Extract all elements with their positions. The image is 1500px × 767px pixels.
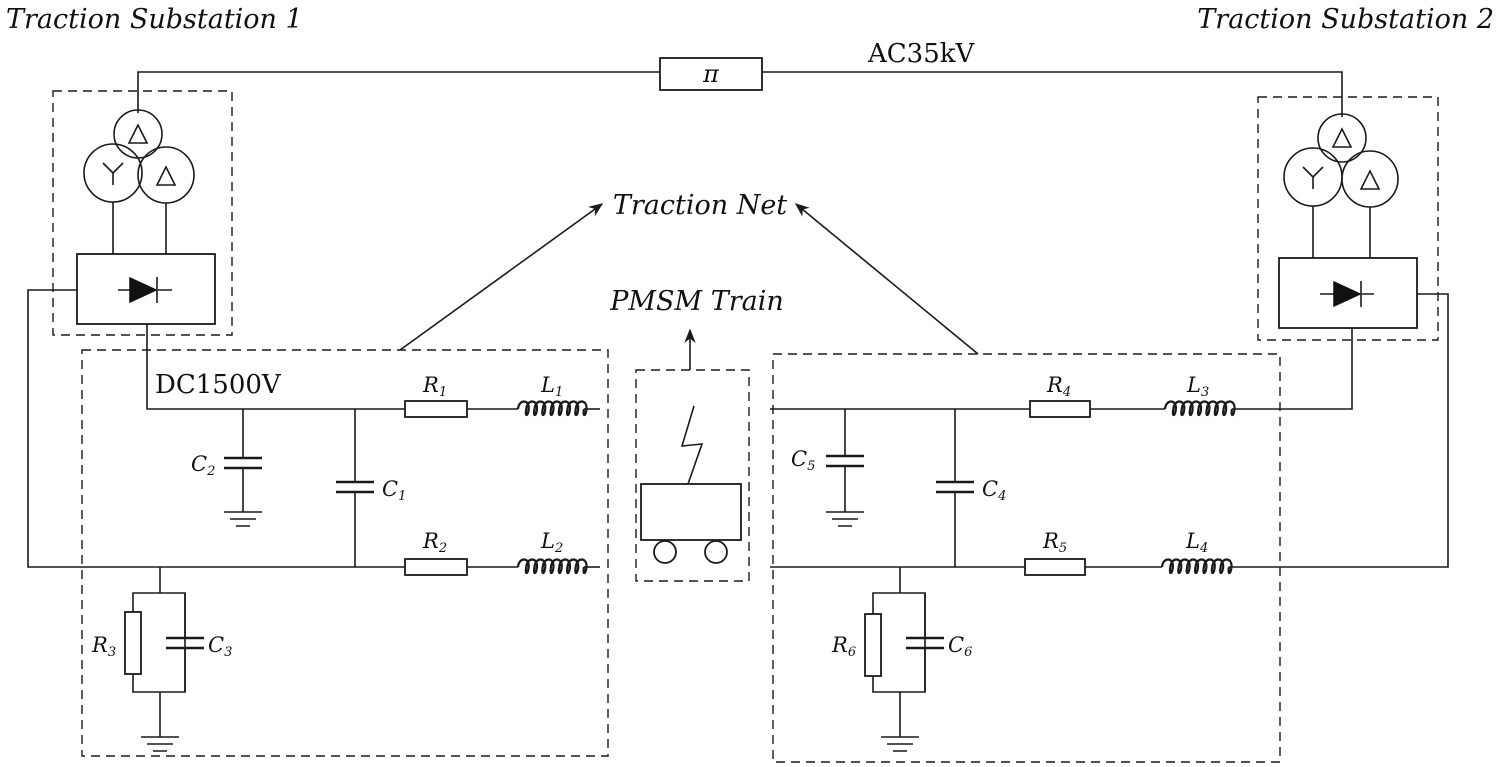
traction-net-label: Traction Net bbox=[613, 190, 787, 221]
substation-2-title: Traction Substation 2 bbox=[1197, 4, 1494, 35]
capacitor-c1 bbox=[336, 480, 374, 494]
inductor-l3 bbox=[1163, 400, 1236, 417]
label-r6: R6 bbox=[831, 633, 856, 660]
wiring bbox=[27, 289, 1449, 737]
resistor-r5 bbox=[1024, 558, 1086, 576]
resistor-r1 bbox=[404, 400, 468, 418]
wheel-icon bbox=[704, 540, 728, 564]
inductor-l2 bbox=[516, 558, 588, 575]
train-label: PMSM Train bbox=[609, 286, 784, 317]
label-r3: R3 bbox=[91, 633, 116, 660]
ac-transmission-line: π bbox=[137, 57, 1343, 117]
label-c5: C5 bbox=[791, 447, 815, 474]
label-r4: R4 bbox=[1046, 373, 1071, 400]
pantograph-icon bbox=[680, 405, 704, 485]
label-c2: C2 bbox=[191, 452, 215, 479]
train-box bbox=[635, 369, 750, 582]
label-c6: C6 bbox=[948, 633, 972, 660]
capacitor-c6 bbox=[906, 636, 944, 650]
ground-icon bbox=[826, 511, 864, 527]
capacitor-c4 bbox=[936, 480, 974, 494]
ground-icon bbox=[224, 511, 262, 527]
resistor-r3 bbox=[124, 611, 142, 675]
label-l3: L3 bbox=[1186, 373, 1209, 400]
traction-net-arrow-left bbox=[399, 203, 604, 351]
right-traction-net-box bbox=[772, 353, 1281, 763]
capacitors bbox=[166, 454, 974, 650]
substation-2 bbox=[1257, 96, 1439, 341]
substation-1-title: Traction Substation 1 bbox=[6, 4, 303, 35]
label-l2: L2 bbox=[540, 529, 563, 556]
transformer-2-icon bbox=[1283, 113, 1399, 258]
label-r5: R5 bbox=[1042, 529, 1067, 556]
label-c1: C1 bbox=[382, 477, 406, 504]
label-c3: C3 bbox=[208, 633, 232, 660]
inductor-l1 bbox=[516, 400, 588, 417]
capacitor-c3 bbox=[166, 636, 204, 650]
resistor-r2 bbox=[404, 558, 468, 576]
label-r1: R1 bbox=[422, 373, 447, 400]
dc-voltage-label: DC1500V bbox=[155, 370, 282, 400]
resistor-r6 bbox=[864, 613, 882, 677]
capacitor-c2 bbox=[224, 456, 262, 470]
pmsm-train bbox=[635, 328, 750, 582]
label-l4: L4 bbox=[1185, 529, 1208, 556]
label-r2: R2 bbox=[422, 529, 447, 556]
ground-icon bbox=[141, 736, 179, 752]
transformer-1-icon bbox=[83, 109, 195, 254]
capacitor-c5 bbox=[826, 454, 864, 468]
resistor-r4 bbox=[1029, 400, 1091, 418]
label-l1: L1 bbox=[540, 373, 563, 400]
traction-net-arrow-right bbox=[794, 203, 979, 355]
ground-icon bbox=[881, 736, 919, 752]
train-car-icon bbox=[640, 483, 742, 541]
ac-voltage-label: AC35kV bbox=[867, 39, 976, 69]
substation-1 bbox=[52, 90, 233, 336]
left-traction-net-box bbox=[81, 349, 609, 757]
pi-block-label: π bbox=[702, 60, 720, 88]
inductor-l4 bbox=[1160, 558, 1233, 575]
label-c4: C4 bbox=[982, 477, 1006, 504]
diode-1-icon bbox=[118, 276, 172, 304]
wheel-icon bbox=[653, 540, 677, 564]
diode-2-icon bbox=[1320, 280, 1374, 308]
